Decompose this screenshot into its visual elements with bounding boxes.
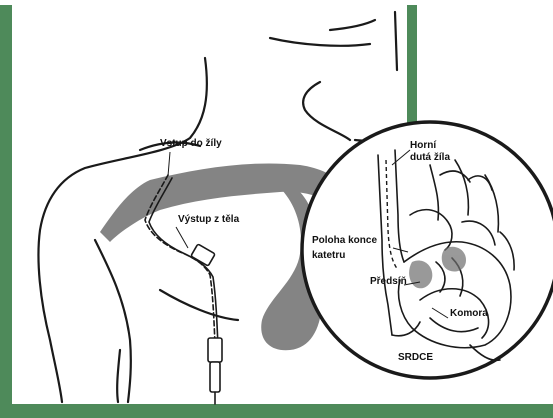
label-heart: SRDCE xyxy=(398,352,433,364)
label-catheter-tip-line2: katetru xyxy=(312,250,345,262)
label-catheter-tip-line1: Poloha konce xyxy=(312,235,377,247)
label-body-exit: Výstup z těla xyxy=(178,214,239,226)
label-superior-vena-cava-line1: Horní xyxy=(410,140,436,152)
label-vein-entry: Vstup do žíly xyxy=(160,138,222,150)
label-ventricle: Komora xyxy=(450,308,488,320)
label-superior-vena-cava-line2: dutá žíla xyxy=(410,152,450,164)
label-atrium: Předsíň xyxy=(370,276,407,288)
